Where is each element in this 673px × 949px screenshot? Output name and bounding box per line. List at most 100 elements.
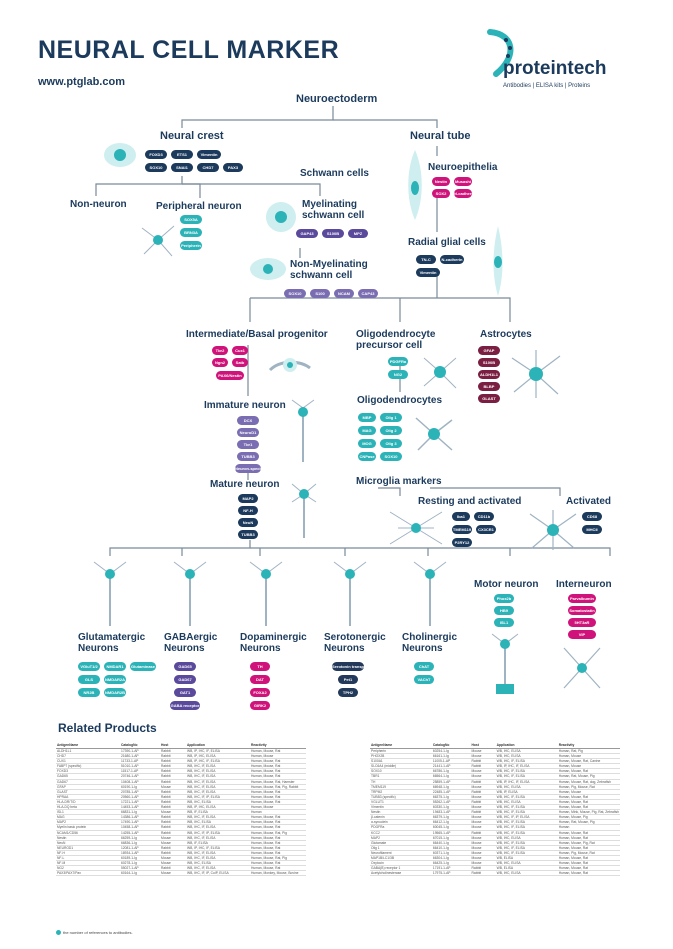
- marker-ng2: NG2: [388, 370, 408, 379]
- node-myelinating: Myelinating schwann cell: [302, 199, 365, 221]
- table-cell: GAD65: [56, 773, 120, 780]
- table-cell: Mouse: [160, 809, 186, 816]
- table-cell: GABA(B) receptor 1: [370, 865, 432, 872]
- table-cell: 14453-1-AP: [120, 804, 160, 811]
- marker-olig3: Olig 3: [380, 439, 402, 448]
- table-cell: Mouse: [470, 855, 496, 862]
- progenitor-cell-icon: [268, 358, 311, 372]
- table-cell: Human, Mouse: [250, 804, 306, 811]
- node-neuroectoderm: Neuroectoderm: [296, 93, 378, 105]
- col-application: Application: [186, 742, 250, 749]
- marker-satb: Satb: [232, 358, 248, 367]
- table-cell: Human, Mouse, Pig, Rat: [557, 840, 620, 846]
- table-cell: Rabbit: [160, 779, 186, 785]
- table-cell: 19483-1-AP: [431, 809, 471, 816]
- marker-iba1: Iba1: [452, 512, 470, 521]
- table-cell: Human, Mouse, Rat: [557, 835, 620, 841]
- table-cell: 60371-1-Ig: [431, 850, 471, 856]
- table-cell: Human, Rat, Pig: [557, 748, 620, 755]
- table-cell: Rabbit: [160, 758, 186, 765]
- table-cell: 17490-1-AP: [120, 819, 160, 826]
- table-cell: Acetylcholinesterase: [370, 870, 432, 877]
- table-cell: TBR1: [370, 773, 432, 780]
- marker-neurod1: NeuroD1: [237, 428, 259, 437]
- table-cell: Human, Mouse, Rat, Hamster: [250, 779, 306, 785]
- table-cell: GLAST: [56, 789, 120, 795]
- marker-nfh: NF-H: [238, 506, 258, 515]
- table-cell: Human, Mouse, Rat: [250, 789, 306, 795]
- marker-sox10: SOX10: [145, 163, 167, 172]
- table-cell: WB, IHC, IF, ELISA: [186, 850, 250, 856]
- table-cell: WB, IHC, IF, IP, CoIP, ELISA: [186, 870, 250, 877]
- resting-microglia-icon: [389, 511, 443, 545]
- table-cell: Mouse: [160, 870, 186, 877]
- table-cell: Rabbit: [160, 768, 186, 775]
- table-cell: NCAM1/CD56: [56, 830, 120, 836]
- marker-neun: NeuN: [238, 518, 258, 527]
- marker-foxd3: FOXD3: [145, 150, 167, 159]
- marker-cux1: Cux1: [232, 346, 248, 355]
- table-cell: WB, IHC, IF, ELISA: [495, 840, 558, 846]
- table-cell: Rabbit: [160, 789, 186, 795]
- related-products-title: Related Products: [58, 721, 157, 735]
- marker-dat: DAT: [250, 675, 270, 684]
- table-cell: Mouse: [470, 819, 496, 826]
- table-cell: WB, IP, IHC, ELISA: [186, 753, 250, 760]
- marker-snai1: SNAI1: [171, 163, 193, 172]
- table-cell: GAD67: [56, 779, 120, 785]
- radial-glial-cell-icon: [493, 226, 503, 296]
- table-cell: NF-L: [56, 855, 120, 862]
- table-cell: WB, IHC, ELISA: [495, 860, 558, 867]
- table-cell: Human, Mouse, Rat: [250, 773, 306, 780]
- marker-sox2: SOX2: [432, 189, 450, 198]
- table-cell: Mouse: [470, 773, 496, 780]
- marker-vip: VIP: [568, 630, 596, 639]
- table-cell: Human, Pig, Mouse, Rat: [557, 850, 620, 856]
- table-cell: WB, IHC, IF, ELISA: [495, 809, 558, 816]
- marker-olig1: Olig 1: [380, 413, 402, 422]
- col-application: Application: [495, 742, 558, 749]
- marker-aldh1l1: ALDH1L1: [478, 370, 500, 379]
- table-cell: Human, Mouse, Rat: [250, 850, 306, 856]
- table-cell: 60190-1-Ig: [120, 784, 160, 790]
- table-cell: 20560-1-AP: [120, 794, 160, 800]
- table-cell: Human: [557, 824, 620, 831]
- footnote: the number of references to antibodies.: [56, 930, 133, 936]
- table-cell: Nestin: [56, 835, 120, 841]
- marker-chat: ChAT: [414, 662, 434, 671]
- table-cell: Human, Mouse: [557, 763, 620, 770]
- table-cell: 20746-1-AP: [120, 773, 160, 780]
- marker-hb9: HB9: [494, 606, 514, 615]
- table-cell: WB, IHC, IF, ELISA: [186, 789, 250, 795]
- table-cell: HLA-DR/T/D: [56, 799, 120, 806]
- marker-nr2b: NR2B: [78, 688, 100, 697]
- table-cell: Mouse: [470, 753, 496, 760]
- table-cell: WB, IHC, ELISA: [495, 835, 558, 841]
- table-cell: WB, IHC, IF, ELISA: [186, 824, 250, 831]
- table-cell: 60189-1-Ig: [120, 855, 160, 862]
- table-cell: 66379-1-Ig: [431, 814, 471, 821]
- node-serotonergic: Serotonergic Neurons: [324, 632, 386, 654]
- marker-tubb3-mature: TUBB3: [238, 530, 258, 539]
- table-cell: Human, Mink, Mouse, Pig, Rat, Zebrafish: [557, 809, 620, 816]
- table-cell: Mouse: [470, 845, 496, 851]
- table-cell: 66161-1-Ig: [431, 753, 471, 760]
- website-url[interactable]: www.ptglab.com: [38, 76, 125, 88]
- table-cell: Oxytocin: [370, 860, 432, 867]
- marker-nestin: Nestin: [432, 177, 450, 186]
- table-cell: FOXD3: [56, 768, 120, 775]
